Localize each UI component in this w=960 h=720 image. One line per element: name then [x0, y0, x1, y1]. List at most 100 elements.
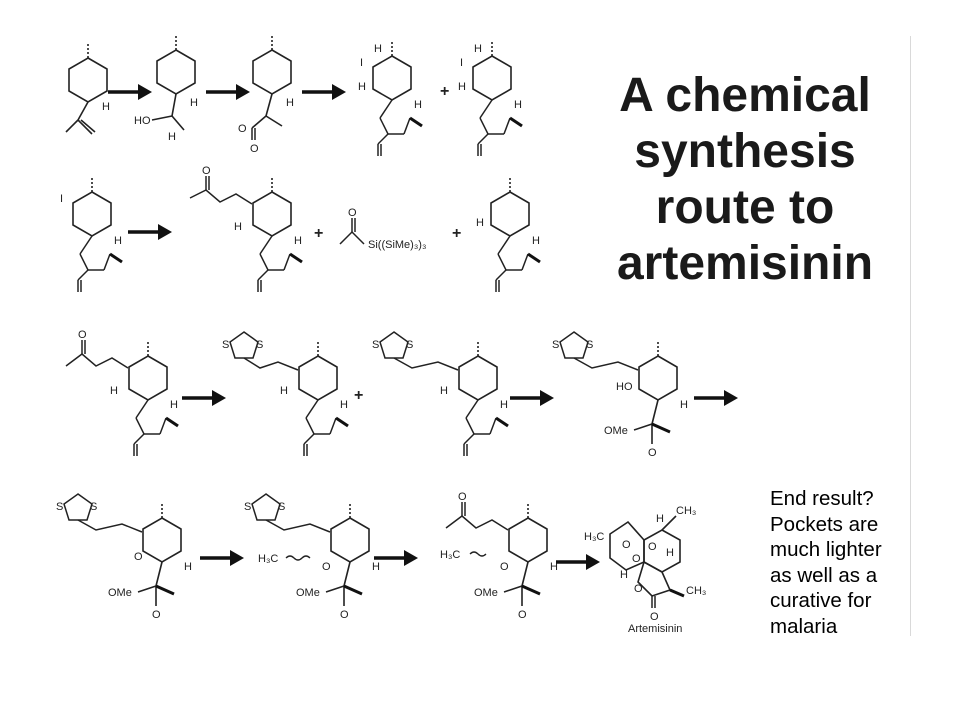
atom-label: O: [78, 329, 87, 341]
caption-line: malaria: [770, 614, 838, 638]
title-line: artemisinin: [616, 237, 874, 290]
slide-edge-divider: [910, 36, 911, 636]
atom-label: OMe: [108, 587, 132, 599]
atom-label: H: [680, 399, 688, 411]
result-caption: End result? Pockets are much lighter as …: [770, 486, 920, 639]
reaction-arrow: [508, 388, 556, 408]
molecule-enol-ether: S S H₃C O OMe O H: [244, 493, 380, 621]
atom-label: H: [294, 235, 302, 247]
molecule-iodolactone-a: I H H H: [358, 41, 424, 158]
atom-label: O: [650, 611, 659, 623]
atom-label: H: [280, 385, 288, 397]
atom-label: S: [244, 501, 251, 513]
molecule-dithiolane-a: S S H H: [222, 331, 350, 458]
atom-label: H: [474, 43, 482, 55]
plus-sign: +: [314, 225, 323, 242]
atom-label: I: [360, 57, 363, 69]
atom-label: S: [586, 339, 593, 351]
caption-line: curative for: [770, 589, 872, 612]
reaction-arrow: [126, 222, 174, 242]
atom-label: S: [90, 501, 97, 513]
atom-label: H: [110, 385, 118, 397]
row-2: I H O H H + O Si((SiMe)₃)₃ + H H: [60, 165, 542, 294]
slide-title: A chemical synthesis route to artemisini…: [600, 68, 890, 292]
atom-label: S: [56, 501, 63, 513]
atom-label: O: [340, 609, 349, 621]
atom-label: H: [102, 101, 110, 113]
atom-label: H: [372, 561, 380, 573]
atom-label: O: [134, 551, 143, 563]
atom-label: H₃C: [258, 553, 278, 565]
atom-label: H₃C: [440, 549, 460, 561]
atom-label: OMe: [296, 587, 320, 599]
reaction-arrow: [554, 552, 602, 572]
atom-label: HO: [616, 381, 633, 393]
title-line: route to: [655, 181, 835, 234]
reaction-arrow: [300, 82, 348, 102]
caption-line: Pockets are: [770, 512, 879, 536]
caption-line: as well as a: [770, 563, 878, 587]
atom-label: H: [358, 81, 366, 93]
atom-label: H: [168, 131, 176, 143]
atom-label: H: [666, 547, 674, 559]
atom-label: O: [648, 541, 657, 553]
molecule-limonene: H: [65, 43, 110, 135]
atom-label: H: [458, 81, 466, 93]
title-line: A chemical: [619, 69, 871, 122]
atom-label: H: [532, 235, 540, 247]
molecule-dithiolane-b: S S H H: [372, 331, 510, 458]
reaction-arrow: [198, 548, 246, 568]
atom-label: H: [190, 97, 198, 109]
atom-label: H: [170, 399, 178, 411]
molecule-reduced-lactone: H H: [476, 177, 542, 294]
atom-label: O: [322, 561, 331, 573]
atom-label: H: [374, 43, 382, 55]
reaction-arrow: [372, 548, 420, 568]
atom-label: H: [476, 217, 484, 229]
molecule-alcohol: HO H H: [134, 35, 198, 143]
atom-label: O: [622, 539, 631, 551]
atom-label: S: [552, 339, 559, 351]
atom-label: H: [656, 513, 664, 525]
atom-label: O: [202, 165, 211, 177]
row-4: S S O OMe O H S S H₃C O OMe O H: [56, 491, 706, 635]
atom-label: H: [286, 97, 294, 109]
atom-label: H: [440, 385, 448, 397]
molecule-iodolactone: I H: [60, 177, 124, 294]
molecule-hydroxy-ester: S S HO OMe O H: [552, 331, 688, 459]
molecule-ketone-lactone-2: O H H: [65, 329, 180, 458]
atom-label: H: [114, 235, 122, 247]
caption-line: much lighter: [770, 538, 882, 561]
reaction-arrow: [106, 82, 154, 102]
molecule-silyl-ketone: O Si((SiMe)₃)₃: [339, 207, 426, 251]
reaction-arrow: [180, 388, 228, 408]
reaction-arrow: [692, 388, 740, 408]
atom-label: S: [406, 339, 413, 351]
atom-label: Si((SiMe)₃)₃: [368, 239, 426, 251]
atom-label: S: [256, 339, 263, 351]
reaction-arrow: [204, 82, 252, 102]
atom-label: H: [184, 561, 192, 573]
atom-label: OMe: [604, 425, 628, 437]
atom-label: H: [550, 561, 558, 573]
atom-label: OMe: [474, 587, 498, 599]
product-name-label: Artemisinin: [628, 623, 682, 635]
row-3: O H H S S H H + S S H H: [65, 329, 740, 459]
molecule-acid: O O H: [238, 35, 294, 155]
atom-label: O: [152, 609, 161, 621]
atom-label: O: [500, 561, 509, 573]
atom-label: H: [234, 221, 242, 233]
plus-sign: +: [354, 387, 363, 404]
atom-label: O: [458, 491, 467, 503]
atom-label: H: [620, 569, 628, 581]
molecule-artemisinin: CH₃ H₃C O O O O O H H H CH₃ Artemisinin: [584, 505, 706, 635]
atom-label: H: [514, 99, 522, 111]
atom-label: S: [278, 501, 285, 513]
plus-sign: +: [440, 83, 449, 100]
atom-label: O: [518, 609, 527, 621]
atom-label: HO: [134, 115, 151, 127]
atom-label: O: [238, 123, 247, 135]
atom-label: H: [500, 399, 508, 411]
atom-label: O: [632, 553, 641, 565]
